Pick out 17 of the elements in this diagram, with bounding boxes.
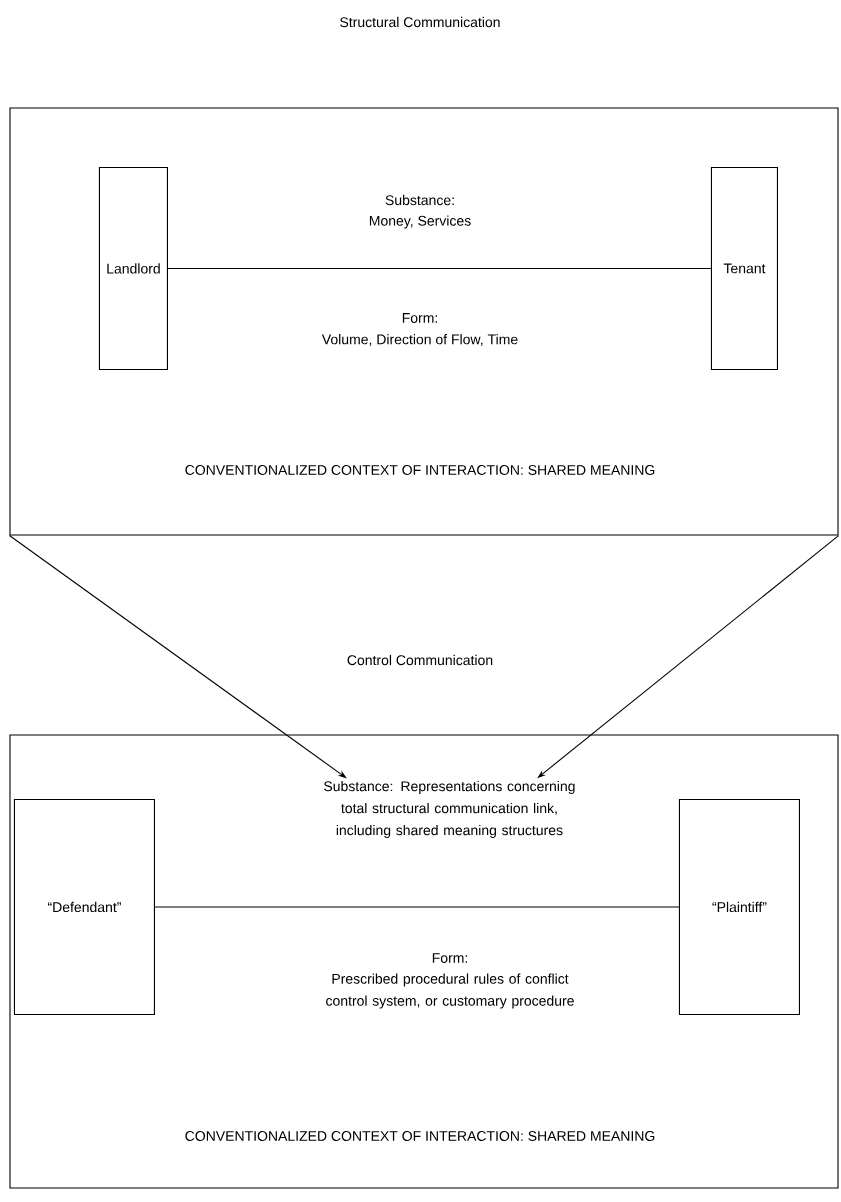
context-text: CONVENTIONALIZED CONTEXT OF INTERACTION: SHARED MEANING <box>185 465 655 475</box>
party-box: Tenant <box>710 166 778 370</box>
label-text: Volume, Direction of Flow, Time <box>321 334 518 346</box>
party-box: “Defendant” <box>13 798 155 1015</box>
label-text: Substance: <box>385 194 454 206</box>
connecting-line <box>167 267 712 269</box>
label-text: Control Communication <box>347 654 493 666</box>
substance-text: Substance: Representations concerning total structural communication link, including shared meaning structures <box>324 780 575 838</box>
label-text: Form: <box>402 313 437 323</box>
title: Structural Communication <box>340 16 500 28</box>
party-box: Landlord <box>98 166 168 370</box>
label-text: Money, Services <box>369 215 471 229</box>
context-text: CONVENTIONALIZED CONTEXT OF INTERACTION: SHARED MEANING <box>185 1131 655 1141</box>
party-box: “Plaintiff” <box>678 798 800 1015</box>
label-text: Form: <box>432 953 467 963</box>
label-text: Prescribed procedural rules of conflict control system, or customary procedure <box>326 973 574 1009</box>
connecting-line <box>154 906 680 908</box>
